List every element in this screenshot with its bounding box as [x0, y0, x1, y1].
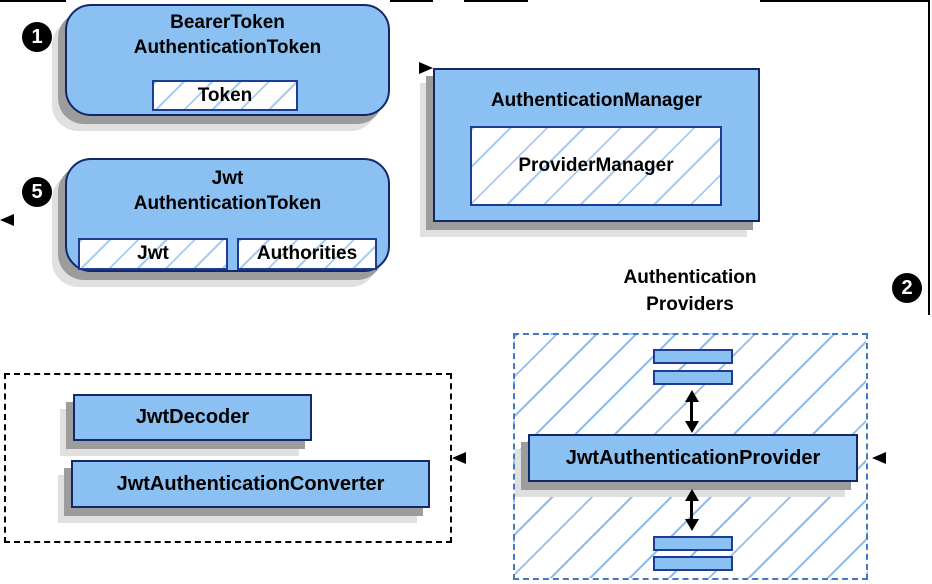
step-badge-5: 5: [22, 177, 52, 207]
elbow-arrow-head: [872, 452, 886, 464]
providers-group-label-line2: Providers: [646, 294, 734, 315]
jwt-decoder-label: JwtDecoder: [135, 406, 250, 428]
providers-group-label: Authentication Providers: [560, 264, 820, 318]
bearer-token-title: BearerToken AuthenticationToken: [65, 10, 390, 60]
elbow-bottom-segment: [884, 0, 930, 2]
bearer-token-title-line2: AuthenticationToken: [133, 37, 322, 58]
jwt-decoder-node: [73, 394, 312, 441]
double-arrow-bottom-shaft: [690, 499, 693, 521]
jwt-token-title-line1: Jwt: [211, 168, 244, 189]
outgoing-jwt-arrow-head: [0, 214, 14, 226]
step-badge-2: 2: [892, 273, 922, 303]
jwt-authentication-provider-label: JwtAuthenticationProvider: [565, 446, 821, 469]
authentication-manager-title: AuthenticationManager: [490, 90, 703, 111]
provider-stack-bottom-bar-1: [653, 536, 733, 551]
double-arrow-top-up-head: [685, 390, 699, 402]
outgoing-jwt-line: [12, 0, 66, 2]
jwt-authentication-token-title: Jwt AuthenticationToken: [65, 166, 390, 216]
manager-to-jwt-line: [390, 0, 433, 2]
provider-to-decoder-arrow-head: [452, 452, 466, 464]
jwt-token-title-line2: AuthenticationToken: [133, 193, 322, 214]
jwt-authentication-provider-node: [528, 434, 858, 482]
provider-stack-bottom-bar-2: [653, 556, 733, 571]
provider-stack-top-bar-2: [653, 370, 733, 385]
provider-stack-top-bar-1: [653, 349, 733, 364]
double-arrow-top-down-head: [685, 421, 699, 433]
provider-to-decoder-line: [464, 0, 528, 2]
token-chip: Token: [152, 80, 298, 111]
arrow-bearer-to-manager-head: [419, 62, 433, 74]
elbow-top-segment: [760, 0, 930, 2]
double-arrow-bottom-up-head: [685, 489, 699, 501]
double-arrow-top-shaft: [690, 400, 693, 422]
elbow-vertical-segment: [928, 0, 930, 315]
provider-manager-chip: ProviderManager: [470, 126, 722, 206]
jwt-authentication-converter-node: [71, 460, 430, 508]
step-badge-1: 1: [22, 22, 52, 52]
jwt-authentication-converter-label: JwtAuthenticationConverter: [116, 472, 385, 495]
providers-group-label-line1: Authentication: [623, 267, 757, 288]
jwt-chip: Jwt: [78, 238, 228, 270]
double-arrow-bottom-down-head: [685, 519, 699, 531]
authorities-chip: Authorities: [237, 238, 377, 270]
bearer-token-title-line1: BearerToken: [170, 12, 285, 33]
